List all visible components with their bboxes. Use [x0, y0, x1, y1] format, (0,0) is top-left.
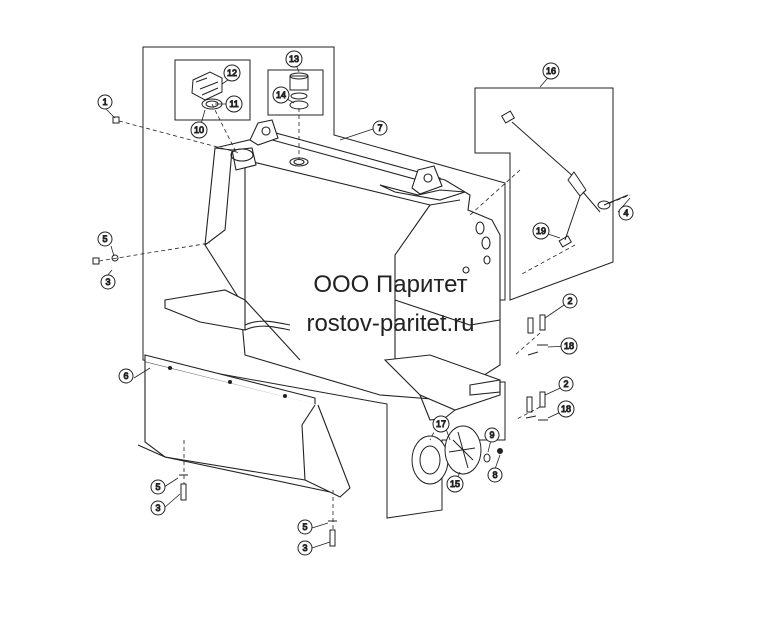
- svg-text:19: 19: [536, 226, 546, 236]
- bolts-and-washers: [92, 116, 548, 547]
- svg-text:2: 2: [563, 379, 568, 389]
- callout-5: 5: [150, 479, 166, 495]
- svg-text:3: 3: [155, 503, 160, 513]
- svg-text:5: 5: [302, 522, 307, 532]
- svg-text:18: 18: [564, 341, 574, 351]
- svg-text:10: 10: [194, 125, 204, 135]
- fuel-tank: [164, 119, 501, 421]
- svg-text:14: 14: [276, 90, 286, 100]
- fuel-level-sender: [500, 110, 629, 248]
- callout-16: 16: [542, 62, 560, 80]
- svg-text:1: 1: [102, 97, 107, 107]
- svg-text:11: 11: [229, 99, 238, 109]
- callout-2: 2: [562, 293, 578, 309]
- svg-text:13: 13: [289, 54, 299, 64]
- callout-12: 12: [223, 64, 241, 82]
- svg-text:8: 8: [492, 470, 497, 480]
- callout-18: 18: [557, 400, 575, 418]
- breather-cap: [289, 72, 309, 110]
- callout-6: 6: [118, 368, 134, 384]
- watermark-website: rostov-paritet.ru: [306, 310, 475, 337]
- callout-2: 2: [558, 376, 574, 392]
- callout-1: 1: [97, 94, 113, 110]
- assembly-outline-frame: [142, 46, 506, 519]
- callout-3: 3: [297, 540, 313, 556]
- watermark-company: ООО Паритет: [313, 271, 468, 298]
- svg-text:15: 15: [450, 479, 460, 489]
- callout-9: 9: [484, 427, 500, 443]
- fuel-cap: [191, 71, 223, 110]
- svg-text:18: 18: [561, 404, 571, 414]
- callout-5: 5: [297, 519, 313, 535]
- callout-14: 14: [272, 86, 290, 104]
- callout-8: 8: [487, 467, 503, 483]
- svg-text:16: 16: [546, 66, 556, 76]
- callout-3: 3: [100, 274, 116, 290]
- fuel-cap-detail-box: [174, 59, 251, 121]
- svg-text:17: 17: [436, 419, 446, 429]
- callout-5: 5: [97, 231, 113, 247]
- callout-7: 7: [372, 120, 388, 136]
- svg-text:5: 5: [102, 234, 107, 244]
- svg-text:5: 5: [155, 482, 160, 492]
- callout-3: 3: [150, 500, 166, 516]
- svg-text:7: 7: [377, 123, 382, 133]
- svg-text:12: 12: [227, 68, 237, 78]
- callout-13: 13: [285, 50, 303, 68]
- callout-10: 10: [190, 121, 208, 139]
- flange-plates: [411, 425, 503, 485]
- sender-detail-frame: [474, 87, 614, 301]
- guard-plate: [137, 354, 351, 498]
- svg-text:3: 3: [105, 277, 110, 287]
- callout-19: 19: [532, 222, 550, 240]
- svg-text:4: 4: [623, 208, 628, 218]
- breather-cap-detail-box: [267, 69, 324, 116]
- callout-18: 18: [560, 337, 578, 355]
- svg-text:3: 3: [302, 543, 307, 553]
- svg-text:9: 9: [489, 430, 494, 440]
- svg-text:6: 6: [123, 371, 128, 381]
- svg-text:2: 2: [567, 296, 572, 306]
- callout-15: 15: [446, 475, 464, 493]
- callout-4: 4: [618, 205, 634, 221]
- callout-11: 11: [225, 95, 243, 113]
- assembly-lines: [98, 103, 631, 530]
- callout-17: 17: [432, 415, 450, 433]
